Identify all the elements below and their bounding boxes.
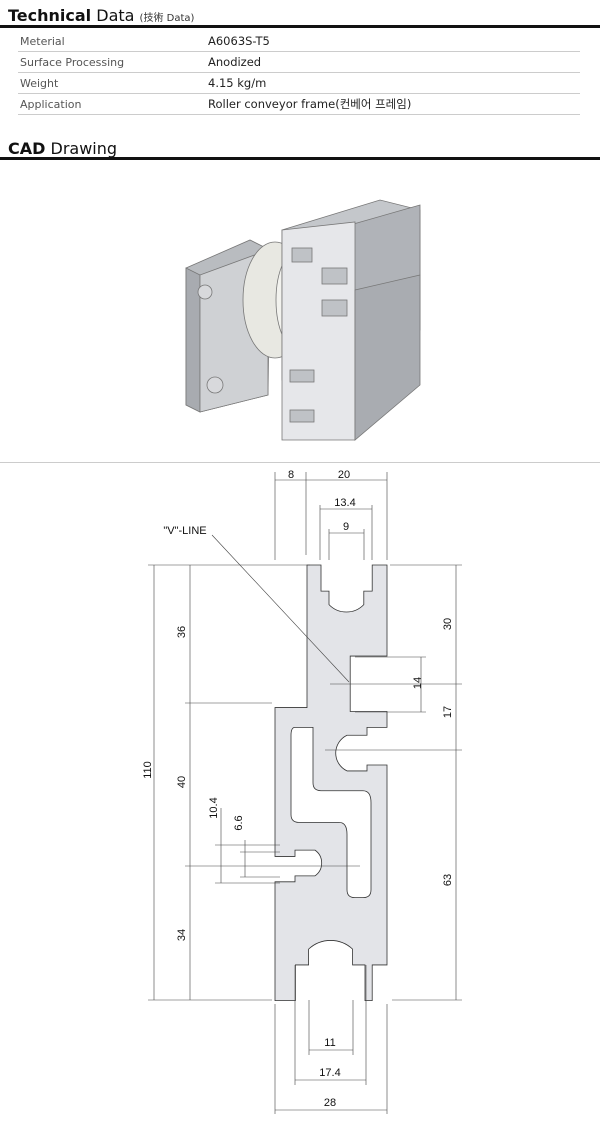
technical-data-heading: Technical Data (技術 Data) bbox=[8, 6, 194, 25]
heading-bold: CAD bbox=[8, 139, 46, 158]
dim-label: 110 bbox=[142, 761, 154, 779]
dim-label: 63 bbox=[442, 873, 454, 887]
heading-rest: Drawing bbox=[50, 139, 118, 158]
dim-label: 14 bbox=[412, 676, 424, 690]
heading-rule bbox=[0, 25, 600, 28]
dim-label: 30 bbox=[442, 617, 454, 631]
section-divider bbox=[0, 462, 600, 463]
profile-3d-render bbox=[185, 199, 421, 441]
row-label: Application bbox=[18, 93, 208, 115]
dim-label: 9 bbox=[342, 521, 350, 533]
heading-rest: Data bbox=[96, 6, 135, 25]
dim-label: 6.6 bbox=[233, 815, 245, 831]
row-value: A6063S-T5 bbox=[208, 31, 580, 52]
v-line-label: "V"-LINE bbox=[163, 525, 207, 537]
dimension-lines bbox=[148, 472, 462, 1114]
dim-label: 17.4 bbox=[319, 1067, 341, 1079]
dim-label: 40 bbox=[176, 775, 188, 789]
heading-rule bbox=[0, 157, 600, 160]
dim-label: 17 bbox=[442, 705, 454, 719]
v-line-leader bbox=[211, 534, 350, 683]
dim-label: 20 bbox=[337, 469, 351, 481]
dim-label: 8 bbox=[287, 469, 295, 481]
dim-label: 36 bbox=[176, 625, 188, 639]
row-value: Roller conveyor frame(컨베어 프레임) bbox=[208, 93, 580, 115]
row-label: Meterial bbox=[18, 31, 208, 52]
dim-label: 13.4 bbox=[334, 497, 356, 509]
dim-label: 34 bbox=[176, 928, 188, 942]
profile-cross-section bbox=[275, 565, 387, 1001]
row-value: Anodized bbox=[208, 51, 580, 73]
row-label: Weight bbox=[18, 72, 208, 94]
row-label: Surface Processing bbox=[18, 51, 208, 73]
dim-label: 10.4 bbox=[208, 797, 220, 819]
heading-sub: (技術 Data) bbox=[139, 13, 195, 24]
dim-label: 11 bbox=[324, 1037, 336, 1049]
cad-drawing-heading: CAD Drawing bbox=[8, 139, 117, 158]
row-value: 4.15 kg/m bbox=[208, 72, 580, 94]
heading-bold: Technical bbox=[8, 6, 92, 25]
dim-label: 28 bbox=[323, 1097, 337, 1109]
